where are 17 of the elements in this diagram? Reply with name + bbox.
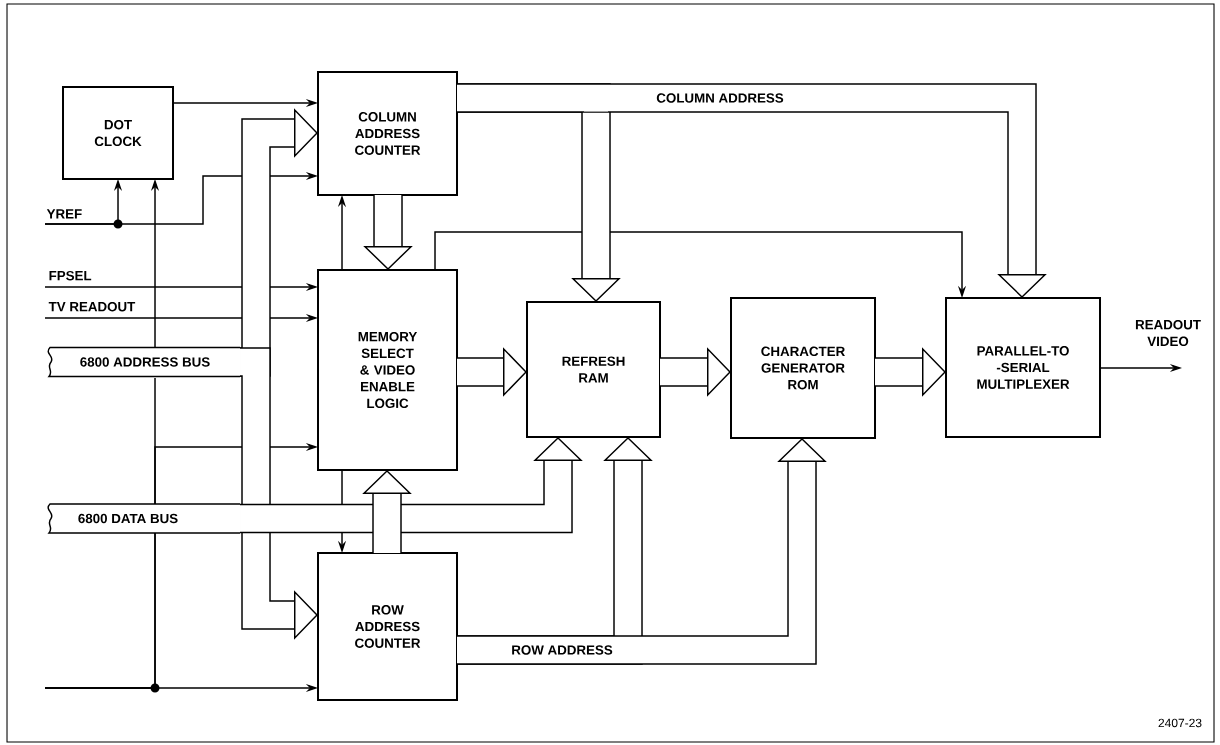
bus-arrow xyxy=(457,83,1047,298)
figure-number: 2407-23 xyxy=(1158,718,1202,728)
edge-label: COLUMN ADDRESS xyxy=(654,91,786,105)
block-box: DOT CLOCK xyxy=(62,86,174,180)
bus-banner: 6800 ADDRESS BUS xyxy=(47,346,241,378)
signal-label: READOUT VIDEO xyxy=(1135,319,1201,347)
signal-label: YREF xyxy=(46,209,82,219)
block-box: PARALLEL-TO -SERIAL MULTIPLEXER xyxy=(945,297,1101,438)
block-box: COLUMN ADDRESS COUNTER xyxy=(317,71,458,196)
block-box: MEMORY SELECT & VIDEO ENABLE LOGIC xyxy=(317,269,458,471)
block-box: ROW ADDRESS COUNTER xyxy=(317,552,458,701)
signal-label: TV READOUT xyxy=(48,301,136,312)
bus-banner: 6800 DATA BUS xyxy=(47,503,241,534)
block-box: CHARACTER GENERATOR ROM xyxy=(730,297,876,439)
edge-label: ROW ADDRESS xyxy=(509,643,615,657)
signal-label: FPSEL xyxy=(49,270,92,281)
block-box: REFRESH RAM xyxy=(526,301,661,438)
